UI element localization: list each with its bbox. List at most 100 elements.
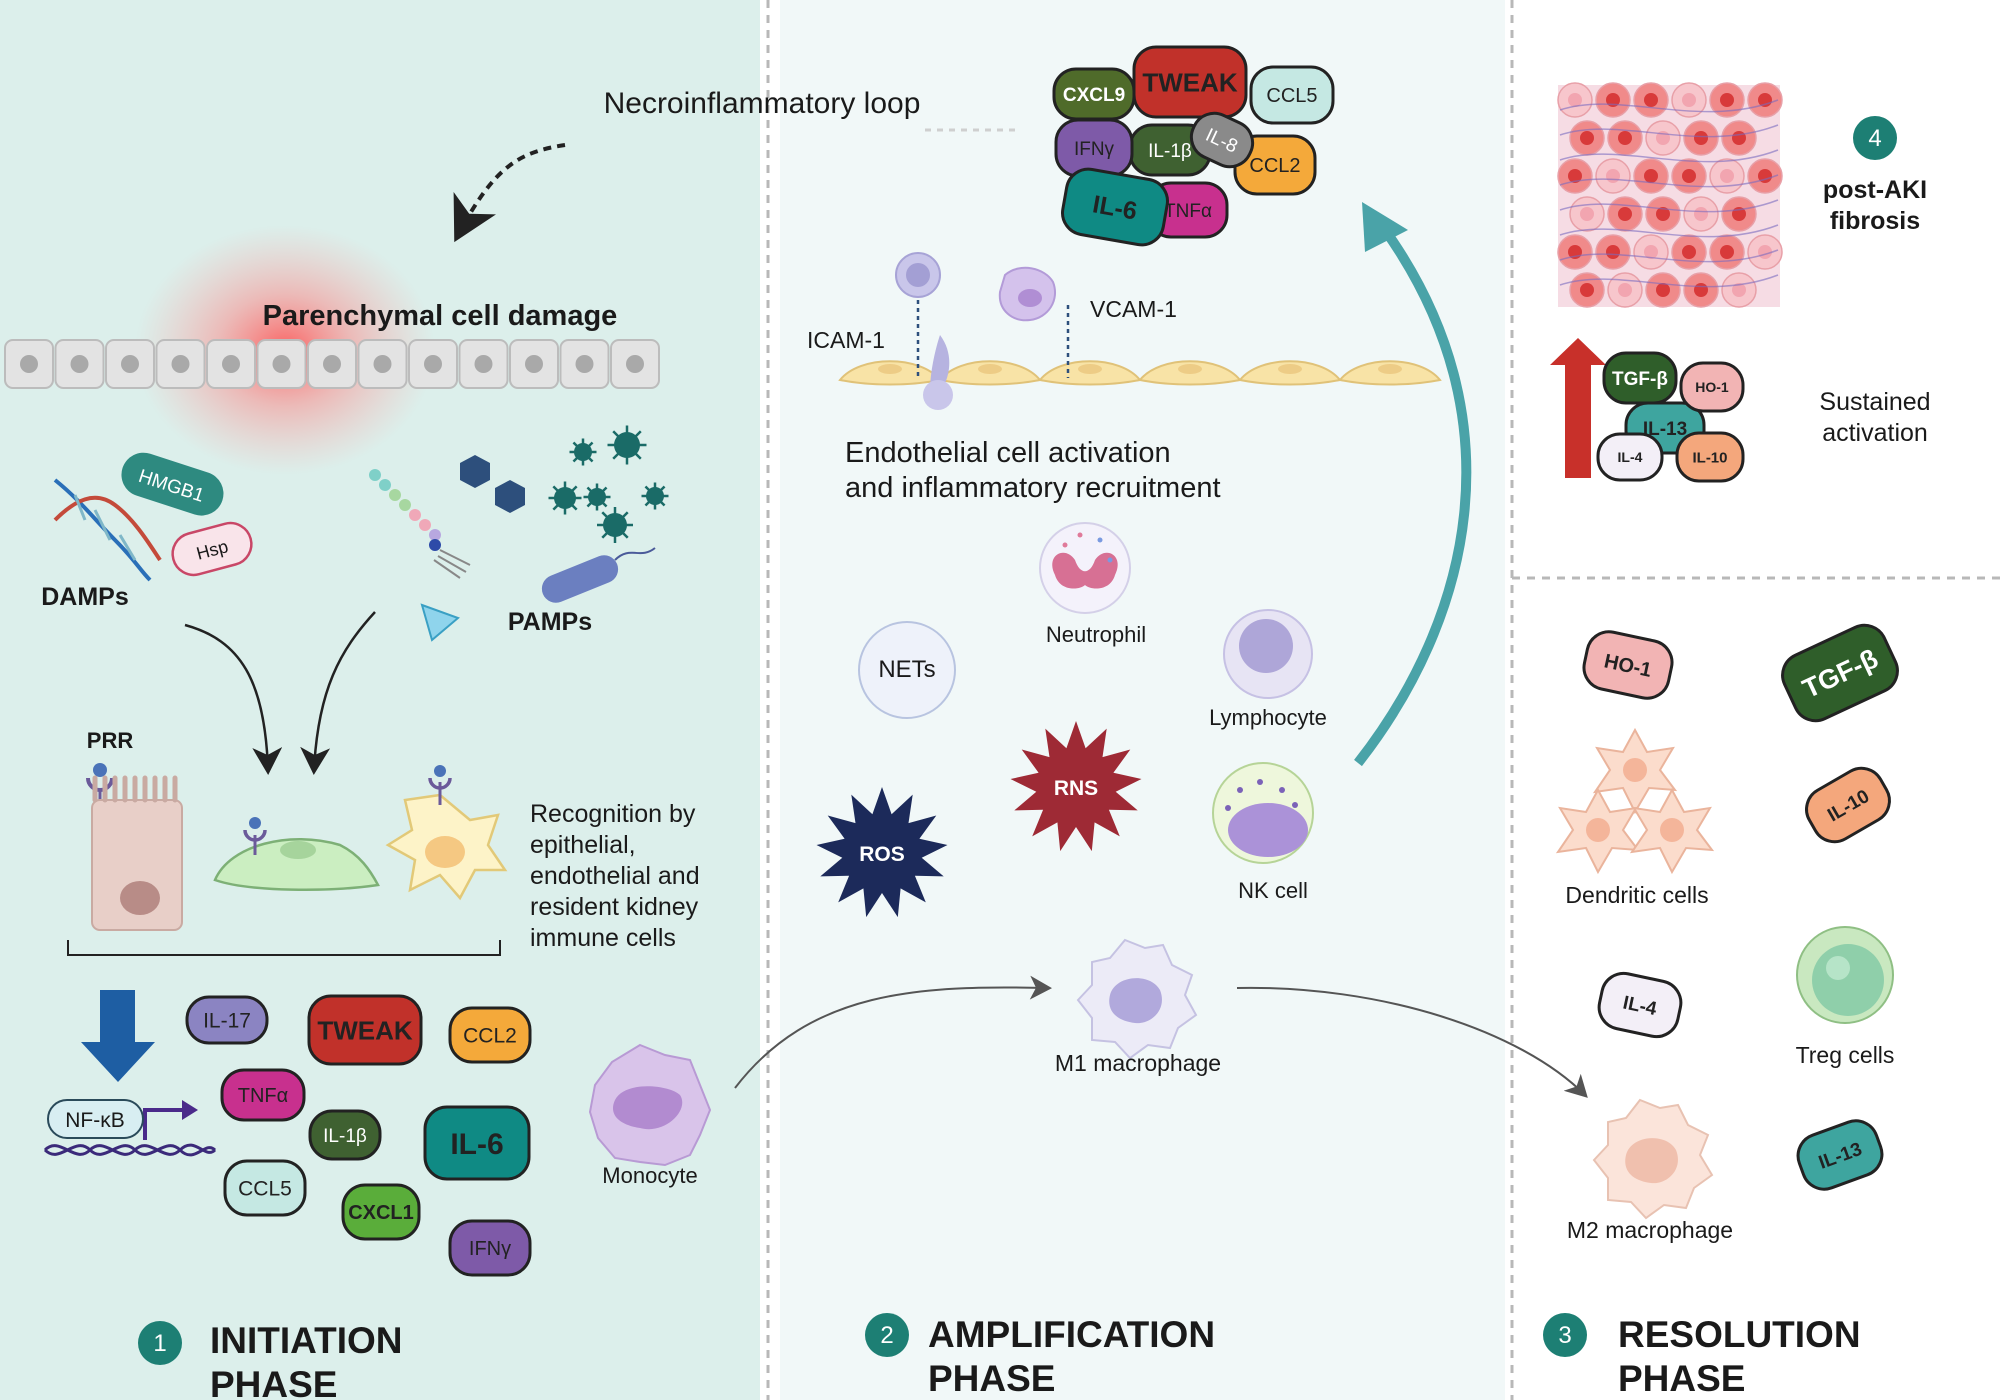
cxcl9-pill: CXCL9 xyxy=(1052,67,1136,121)
svg-text:IFNγ: IFNγ xyxy=(1074,139,1115,160)
badge-3: 3 xyxy=(1543,1313,1587,1357)
ifng-pill-2: IFNγ xyxy=(1054,118,1134,178)
endothelium-row xyxy=(838,360,1442,386)
monocyte-to-m1-arrow xyxy=(734,975,1052,1089)
panel1-title-2: PHASE xyxy=(210,1364,337,1400)
amplification-arrowhead xyxy=(1362,202,1408,252)
m2-macrophage-icon xyxy=(1592,1098,1714,1220)
damps-arrow xyxy=(184,623,283,775)
svg-text:TWEAK: TWEAK xyxy=(1142,67,1238,97)
m1-label: M1 macrophage xyxy=(1055,1050,1221,1076)
adhesion-receptors xyxy=(895,252,1070,410)
tweak-pill-2: TWEAK xyxy=(1132,45,1248,119)
svg-text:IL-4: IL-4 xyxy=(1618,449,1643,465)
panel4-title-2: fibrosis xyxy=(1830,207,1920,235)
virus-icon xyxy=(548,425,669,543)
panel1-title-1: INITIATION xyxy=(210,1320,403,1361)
rns-icon xyxy=(1010,721,1142,852)
dendritic-cells-icon xyxy=(1555,727,1715,875)
svg-text:3: 3 xyxy=(1558,1322,1571,1349)
cell-bracket xyxy=(67,940,501,956)
tweak-pill: TWEAK xyxy=(307,994,423,1066)
ccl5-pill-2: CCL5 xyxy=(1249,65,1335,125)
up-arrow-icon xyxy=(1550,338,1606,478)
monocyte-icon xyxy=(588,1043,712,1167)
endothelial-text-2: and inflammatory recruitment xyxy=(845,472,1221,504)
nk-cell-icon xyxy=(1212,762,1314,864)
fibrosis-tissue-icon xyxy=(1557,82,1783,308)
endothelial-cell-icon xyxy=(213,817,380,891)
panel2-title-1: AMPLIFICATION xyxy=(928,1314,1215,1355)
pamps-arrow xyxy=(300,611,376,775)
cxcl1-pill: CXCL1 xyxy=(341,1183,421,1241)
il10-pill-3: IL-10 xyxy=(1805,766,1891,844)
down-arrow-icon xyxy=(81,990,155,1082)
svg-text:HO-1: HO-1 xyxy=(1695,379,1729,395)
ifng-pill: IFNγ xyxy=(448,1219,532,1277)
il13-pill-3: IL-13 xyxy=(1796,1119,1884,1191)
recognition-text: Recognition by epithelial, endothelial a… xyxy=(530,800,700,952)
badge-4: 4 xyxy=(1853,116,1897,160)
svg-text:2: 2 xyxy=(880,1322,893,1349)
il17-pill: IL-17 xyxy=(185,995,269,1045)
monocyte-label: Monocyte xyxy=(602,1163,697,1188)
il6-pill-2: IL-6 xyxy=(1061,167,1169,247)
svg-text:CCL5: CCL5 xyxy=(238,1178,292,1201)
nk-cell-label: NK cell xyxy=(1238,878,1308,903)
nets-label: NETs xyxy=(878,656,935,683)
hexagon-molecule-icon xyxy=(460,455,525,513)
endothelial-text-1: Endothelial cell activation xyxy=(845,437,1171,469)
loop-label: Necroinflammatory loop xyxy=(604,87,921,120)
panel4-title-1: post-AKI xyxy=(1823,176,1927,204)
rns-label: RNS xyxy=(1054,777,1098,800)
svg-text:TNFα: TNFα xyxy=(1164,201,1212,222)
m1-to-m2-arrow xyxy=(1236,986,1588,1098)
panel2-title-2: PHASE xyxy=(928,1358,1055,1399)
treg-cell-icon xyxy=(1796,926,1894,1024)
panel3-title-1: RESOLUTION xyxy=(1618,1314,1861,1355)
hsp-pill: Hsp xyxy=(171,521,253,577)
il1b-pill: IL-1β xyxy=(308,1109,382,1161)
sustained-text-1: Sustained xyxy=(1819,388,1930,416)
damage-label: Parenchymal cell damage xyxy=(263,300,618,332)
tgfb-pill-3: TGF-β xyxy=(1781,623,1899,723)
bacterium-icon xyxy=(541,547,656,603)
badge-1: 1 xyxy=(138,1321,182,1365)
dendritic-label: Dendritic cells xyxy=(1565,882,1708,908)
badge-2: 2 xyxy=(865,1313,909,1357)
svg-text:epithelial,: epithelial, xyxy=(530,831,636,859)
lipopolysaccharide-icon xyxy=(369,469,471,579)
icam-label: ICAM-1 xyxy=(807,327,885,353)
epithelial-cell-row xyxy=(4,339,660,389)
svg-text:IL-13: IL-13 xyxy=(1643,419,1687,440)
panel3-title-2: PHASE xyxy=(1618,1358,1745,1399)
hmgb1-pill: HMGB1 xyxy=(121,452,224,516)
svg-text:immune cells: immune cells xyxy=(530,924,676,952)
il4-pill-4: IL-4 xyxy=(1596,432,1664,482)
ho1-pill-4: HO-1 xyxy=(1679,361,1745,413)
svg-text:CCL5: CCL5 xyxy=(1266,85,1317,107)
svg-text:TNFα: TNFα xyxy=(238,1085,288,1107)
ros-label: ROS xyxy=(859,843,905,866)
lymphocyte-label: Lymphocyte xyxy=(1209,705,1327,730)
tnfa-pill: TNFα xyxy=(220,1068,306,1122)
svg-text:IL-10: IL-10 xyxy=(1692,449,1727,466)
svg-text:IFNγ: IFNγ xyxy=(469,1238,511,1260)
panel-initiation-bg xyxy=(0,0,760,1400)
svg-text:CXCL1: CXCL1 xyxy=(348,1202,414,1224)
prr-label: PRR xyxy=(87,728,134,753)
il8-pill: IL-8 xyxy=(1189,111,1255,169)
il6-pill: IL-6 xyxy=(423,1105,531,1181)
m1-macrophage-icon xyxy=(1076,938,1198,1060)
nfkb-label: NF-κB xyxy=(65,1109,125,1132)
svg-text:Recognition by: Recognition by xyxy=(530,800,696,828)
svg-text:IL-17: IL-17 xyxy=(203,1010,251,1033)
amplification-arrow xyxy=(1354,227,1472,767)
loop-arrow xyxy=(453,143,566,243)
ho1-pill-3: HO-1 xyxy=(1582,630,1674,700)
ccl5-pill: CCL5 xyxy=(223,1159,307,1217)
